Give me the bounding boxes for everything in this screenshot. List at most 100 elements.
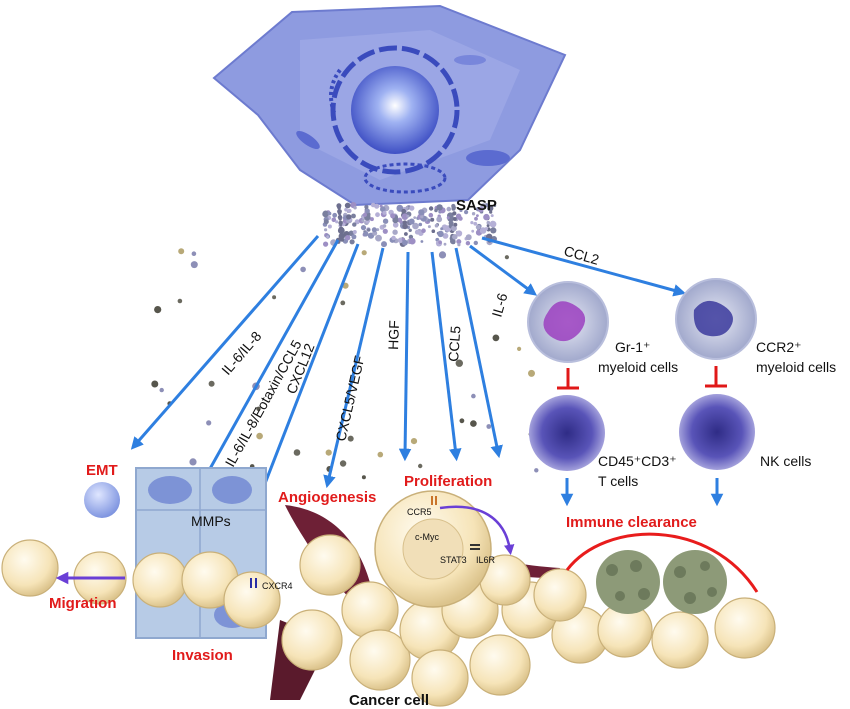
sasp-particle <box>427 225 431 229</box>
label-hgf: HGF <box>385 320 402 350</box>
sasp-particle <box>408 218 415 225</box>
sasp-particle <box>436 204 443 211</box>
arrow-angiogenesis <box>323 247 385 489</box>
sasp-particle <box>470 221 474 225</box>
sasp-particle <box>338 233 345 240</box>
cancer-cell <box>714 597 776 659</box>
sasp-particle <box>477 206 484 213</box>
cancer-cell <box>469 634 531 696</box>
label-ccr2: CCR2⁺ <box>756 339 802 355</box>
label-il6-il8: IL-6/IL-8 <box>218 328 264 378</box>
sasp-particle <box>337 211 342 216</box>
sasp-particle <box>361 219 365 223</box>
sasp-particle <box>420 215 424 219</box>
outcome-migration: Migration <box>49 595 117 612</box>
label-cxcl5-vegf: CXCL5/VEGF <box>332 354 367 443</box>
sasp-particle <box>351 213 356 219</box>
label-il6r: IL6R <box>476 555 496 565</box>
sasp-particle <box>487 205 494 212</box>
sasp-particle <box>464 210 469 215</box>
sasp-particle <box>354 219 360 225</box>
sasp-particle <box>428 206 434 211</box>
emt-cell <box>84 482 120 518</box>
sasp-particle <box>293 449 301 456</box>
nk-cell <box>679 394 755 470</box>
sasp-particle <box>409 237 416 245</box>
cancer-cell <box>341 581 399 639</box>
sasp-particle <box>402 220 407 225</box>
ccr2-myeloid-cell <box>675 278 757 360</box>
sasp-particle <box>470 420 477 427</box>
sasp-particle <box>456 230 463 237</box>
sasp-particle <box>392 229 398 235</box>
label-nk-cells: NK cells <box>760 453 811 469</box>
outcome-invasion: Invasion <box>172 647 233 664</box>
label-cancer-cell: Cancer cell <box>349 692 429 709</box>
sasp-particle <box>474 216 478 221</box>
label-cd45-cd3: CD45⁺CD3⁺ <box>598 453 677 469</box>
outcome-emt: EMT <box>86 462 118 479</box>
sasp-particle <box>347 435 354 442</box>
sasp-particle <box>427 218 431 222</box>
arrow-invasion <box>184 239 340 514</box>
sasp-particle <box>473 221 478 226</box>
sasp-particle <box>151 380 159 388</box>
cancer-cell <box>651 611 709 669</box>
sasp-particle <box>455 359 463 367</box>
sasp-particle <box>402 239 408 246</box>
sasp-particle <box>339 460 347 467</box>
label-gr1: Gr-1⁺ <box>615 339 650 355</box>
sasp-particle <box>483 213 490 221</box>
sasp-particle <box>338 217 342 221</box>
sasp-particle <box>528 369 535 377</box>
gr1-myeloid-cell <box>527 281 609 363</box>
sasp-particle <box>345 235 351 241</box>
sasp-particle <box>471 229 475 233</box>
sasp-particle <box>323 219 329 225</box>
sasp-particle <box>392 222 399 228</box>
outcome-angiogenesis: Angiogenesis <box>278 489 376 506</box>
sasp-particle <box>431 229 436 233</box>
sasp-particle <box>154 306 162 314</box>
sasp-particle <box>489 220 497 228</box>
arrow-ccl5 <box>430 251 462 462</box>
sasp-particle <box>369 217 374 222</box>
sasp-particle <box>459 418 465 424</box>
sasp-particle <box>471 393 476 399</box>
sasp-particle <box>409 205 415 211</box>
cancer-cell <box>411 649 469 707</box>
sasp-particle <box>365 208 370 214</box>
sasp-particle <box>410 438 418 445</box>
sasp-particle <box>177 298 183 304</box>
sasp-particle <box>208 380 215 387</box>
sasp-particle <box>332 212 338 218</box>
sasp-particle <box>375 212 380 218</box>
sasp-particle <box>361 250 367 256</box>
sasp-particle <box>366 228 371 232</box>
sasp-particle <box>351 234 357 240</box>
sasp-particle <box>453 222 458 227</box>
sasp-particle <box>434 208 438 213</box>
sasp-particle <box>412 222 419 230</box>
sasp-particle <box>486 224 490 228</box>
sasp-particle <box>418 463 423 469</box>
sasp-particle <box>446 216 450 220</box>
sasp-particles <box>151 202 565 480</box>
label-t-cells: T cells <box>598 473 638 489</box>
ccr5-receptor <box>431 496 437 505</box>
sasp-particle <box>457 243 461 247</box>
secretion-arrows <box>130 235 724 541</box>
sasp-particle <box>344 207 348 212</box>
sasp-particle <box>352 222 357 227</box>
sasp-particle <box>465 234 472 241</box>
cancer-cell <box>349 629 411 691</box>
sasp-particle <box>391 235 396 241</box>
sasp-particle <box>452 217 457 221</box>
sasp-particle <box>360 225 367 231</box>
sasp-particle <box>534 468 539 473</box>
sasp-particle <box>375 234 382 242</box>
cancer-cell <box>223 571 281 629</box>
sasp-particle <box>256 406 261 411</box>
sasp-particle <box>446 206 452 212</box>
sasp-particle <box>190 261 198 269</box>
